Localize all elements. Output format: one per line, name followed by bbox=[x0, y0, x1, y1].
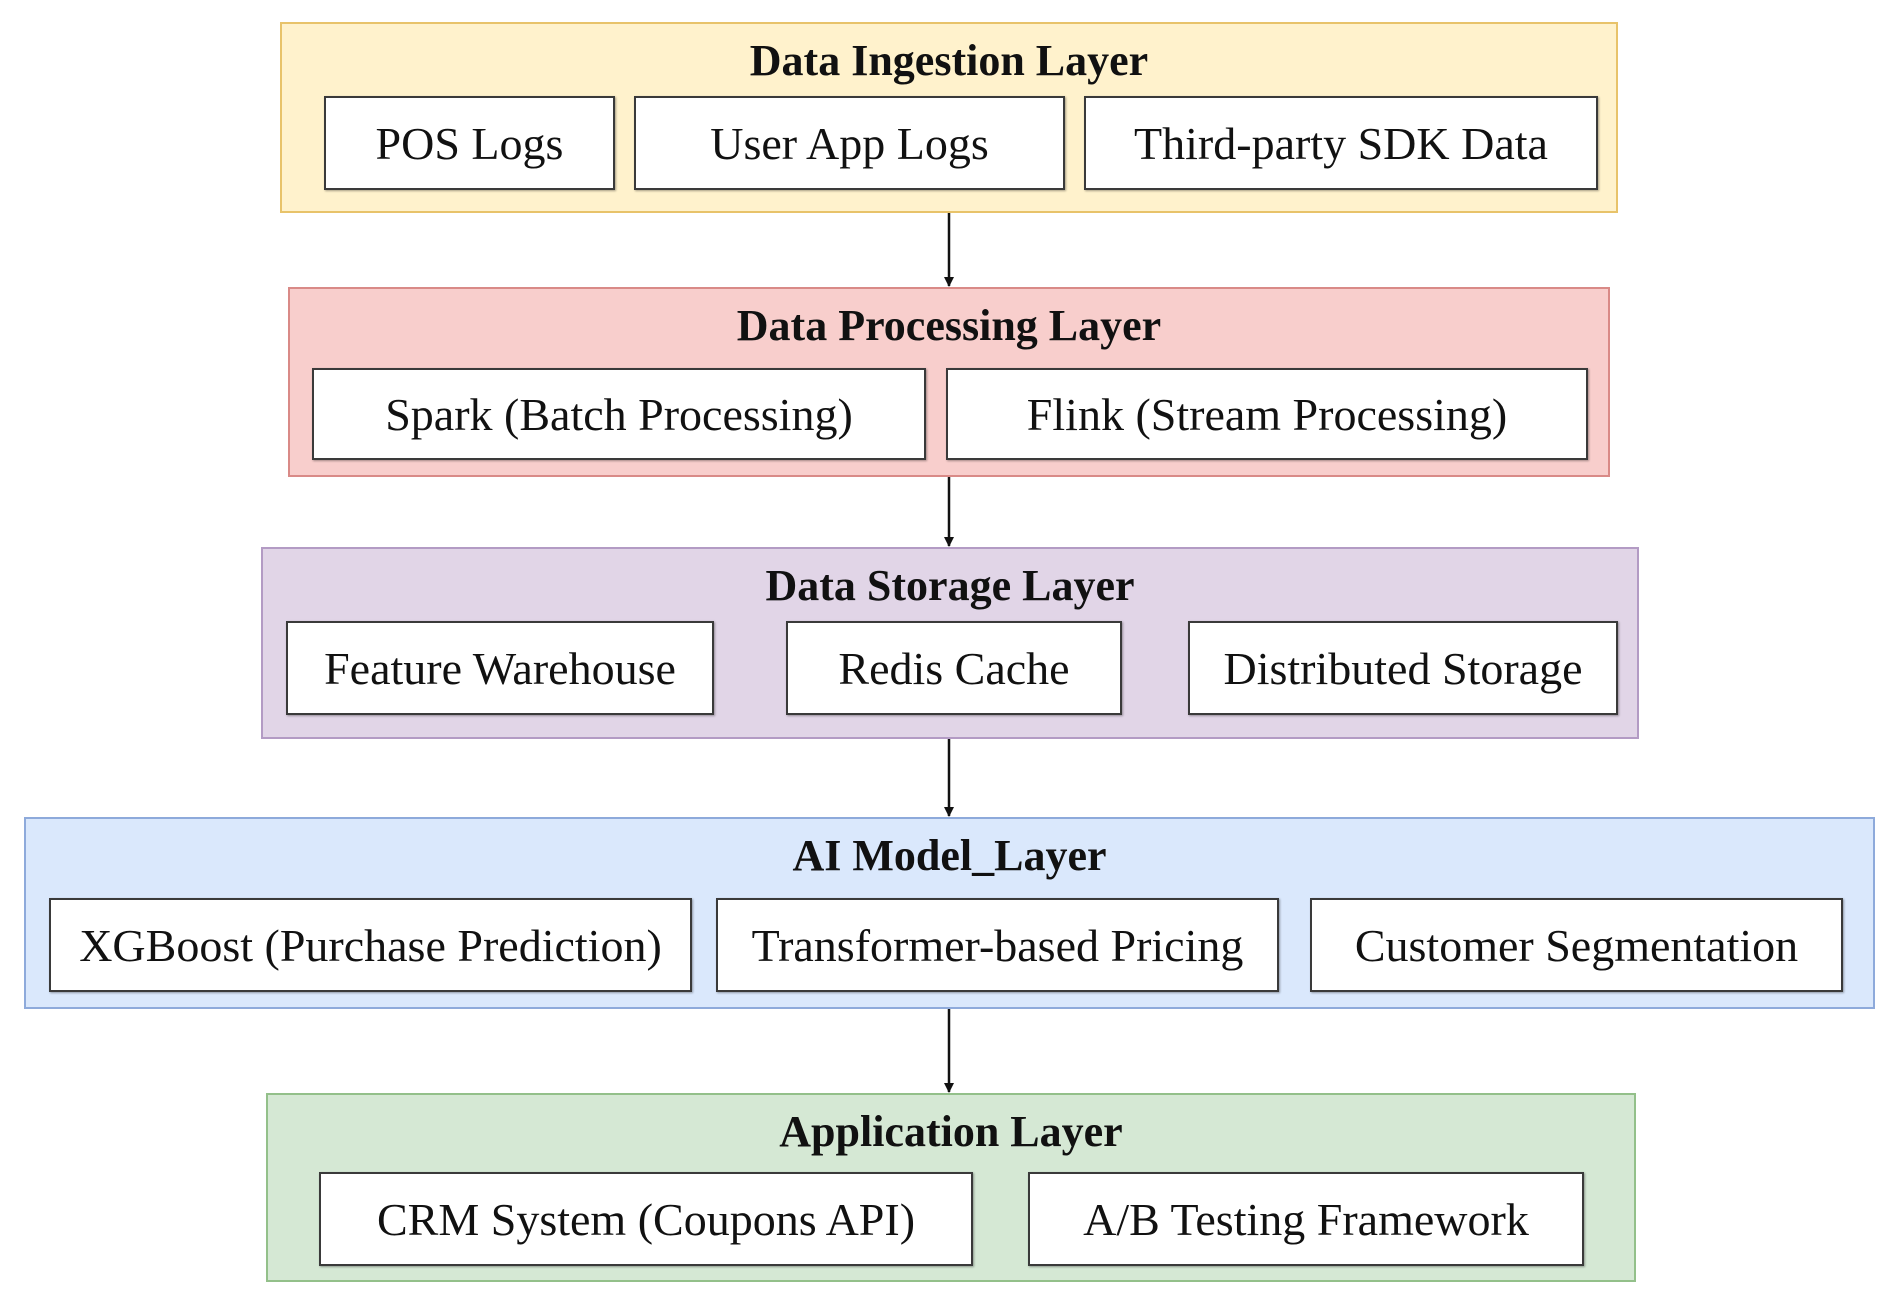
layer-title: Data Ingestion Layer bbox=[749, 36, 1149, 85]
component-redis-cache[interactable]: Redis Cache bbox=[786, 621, 1122, 715]
component-spark-batch[interactable]: Spark (Batch Processing) bbox=[312, 368, 926, 460]
ai-model-layer: AI Model_Layer XGBoost (Purchase Predict… bbox=[24, 817, 1875, 1009]
data-processing-layer: Data Processing Layer Spark (Batch Proce… bbox=[288, 287, 1610, 477]
data-storage-layer: Data Storage Layer Feature Warehouse Red… bbox=[261, 547, 1639, 739]
layer-title: Data Storage Layer bbox=[765, 561, 1135, 610]
application-layer: Application Layer CRM System (Coupons AP… bbox=[266, 1093, 1636, 1282]
layer-title: Data Processing Layer bbox=[736, 301, 1162, 350]
component-feature-warehouse[interactable]: Feature Warehouse bbox=[286, 621, 714, 715]
component-user-app-logs[interactable]: User App Logs bbox=[634, 96, 1065, 190]
layer-title: Application Layer bbox=[779, 1107, 1123, 1156]
component-transformer-pricing[interactable]: Transformer-based Pricing bbox=[716, 898, 1279, 992]
component-third-party-sdk-data[interactable]: Third-party SDK Data bbox=[1084, 96, 1598, 190]
component-pos-logs[interactable]: POS Logs bbox=[324, 96, 615, 190]
data-ingestion-layer: Data Ingestion Layer POS Logs User App L… bbox=[280, 22, 1618, 213]
component-flink-stream[interactable]: Flink (Stream Processing) bbox=[946, 368, 1588, 460]
component-ab-testing[interactable]: A/B Testing Framework bbox=[1028, 1172, 1584, 1266]
component-crm-system[interactable]: CRM System (Coupons API) bbox=[319, 1172, 973, 1266]
component-distributed-storage[interactable]: Distributed Storage bbox=[1188, 621, 1618, 715]
component-xgboost[interactable]: XGBoost (Purchase Prediction) bbox=[49, 898, 692, 992]
layer-title: AI Model_Layer bbox=[792, 831, 1107, 880]
component-customer-segmentation[interactable]: Customer Segmentation bbox=[1310, 898, 1843, 992]
